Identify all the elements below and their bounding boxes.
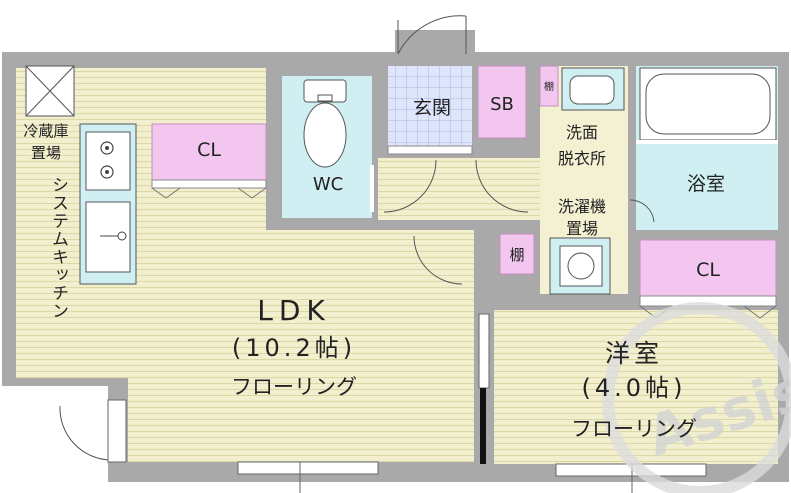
- bath-room: [636, 66, 778, 230]
- washroom-label-2: 脱衣所: [558, 149, 606, 168]
- sb-label: SB: [490, 94, 514, 115]
- cl-bedroom-label: CL: [696, 259, 720, 281]
- genkan-label: 玄関: [413, 97, 451, 119]
- western-floor: フローリング: [571, 417, 697, 441]
- closet-bedroom: [639, 239, 777, 319]
- ldk-floor: フローリング: [231, 375, 357, 399]
- kitchen-counter: [79, 123, 137, 285]
- labels: LDK (10.2帖) フローリング 洋室 (4.0帖) フローリング 玄関 S…: [23, 80, 725, 441]
- washer-label-2: 置場: [566, 219, 598, 238]
- shoe-box: [477, 65, 527, 139]
- shelf-hall: [499, 233, 535, 275]
- partition: [476, 310, 492, 466]
- washroom-label-1: 洗面: [566, 123, 598, 142]
- genkan: [387, 66, 473, 155]
- bath-label: 浴室: [687, 173, 725, 195]
- closet-kitchen: [151, 123, 267, 199]
- shelf-hall-label: 棚: [509, 246, 524, 264]
- kitchen-label: システムキッチン: [48, 176, 68, 320]
- fridge-label-1: 冷蔵庫: [23, 122, 68, 140]
- fridge-space: [25, 65, 75, 117]
- wc-label: WC: [313, 174, 343, 195]
- ldk-size: (10.2帖): [232, 334, 356, 362]
- washer-label-1: 洗濯機: [558, 197, 606, 216]
- shelf-wash-label: 棚: [544, 80, 554, 93]
- ldk-room: [16, 68, 474, 462]
- washroom: [539, 65, 628, 295]
- western-size: (4.0帖): [582, 374, 687, 402]
- wc-room: [282, 76, 374, 218]
- doors: [59, 15, 655, 463]
- ldk-name: LDK: [257, 294, 331, 327]
- western-name: 洋室: [605, 339, 663, 368]
- fridge-label-2: 置場: [31, 144, 61, 162]
- cl-kitchen-label: CL: [197, 139, 221, 161]
